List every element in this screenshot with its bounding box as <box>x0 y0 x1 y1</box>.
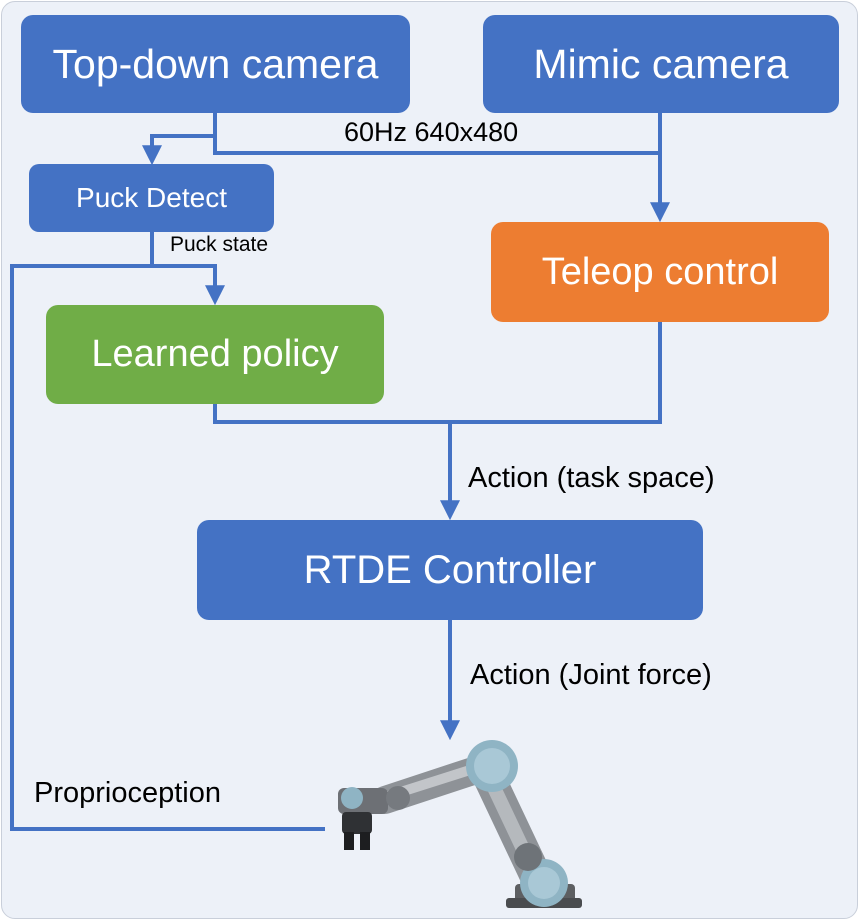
wire-policy-to-merge <box>213 322 662 424</box>
topdown-camera-label: Top-down camera <box>52 40 379 87</box>
learned-policy-label: Learned policy <box>91 333 339 375</box>
puck-detect-node: Puck Detect <box>29 164 274 232</box>
action-task-space-label: Action (task space) <box>468 462 715 494</box>
topdown-camera-node: Top-down camera <box>21 15 410 113</box>
camera-stream-label: 60Hz 640x480 <box>344 117 519 147</box>
rtde-controller-label: RTDE Controller <box>303 547 597 592</box>
teleop-control-node: Teleop control <box>491 222 829 322</box>
proprioception-label: Proprioception <box>34 777 221 809</box>
teleop-control-label: Teleop control <box>541 250 779 293</box>
puck-state-label: Puck state <box>170 233 269 256</box>
wire-topdown-to-bus <box>213 136 660 155</box>
action-joint-force-label: Action (Joint force) <box>470 659 712 691</box>
mimic-camera-label: Mimic camera <box>533 40 789 87</box>
wire-puckdetect-to-policy <box>150 232 225 306</box>
robot-arm-icon <box>338 740 582 908</box>
wire-topdown-to-puckdetect <box>142 113 217 166</box>
mimic-camera-node: Mimic camera <box>483 15 839 113</box>
learned-policy-node: Learned policy <box>46 305 384 404</box>
rtde-controller-node: RTDE Controller <box>197 520 703 620</box>
puck-detect-label: Puck Detect <box>76 182 227 213</box>
wire-proprioception-loop <box>10 264 325 831</box>
